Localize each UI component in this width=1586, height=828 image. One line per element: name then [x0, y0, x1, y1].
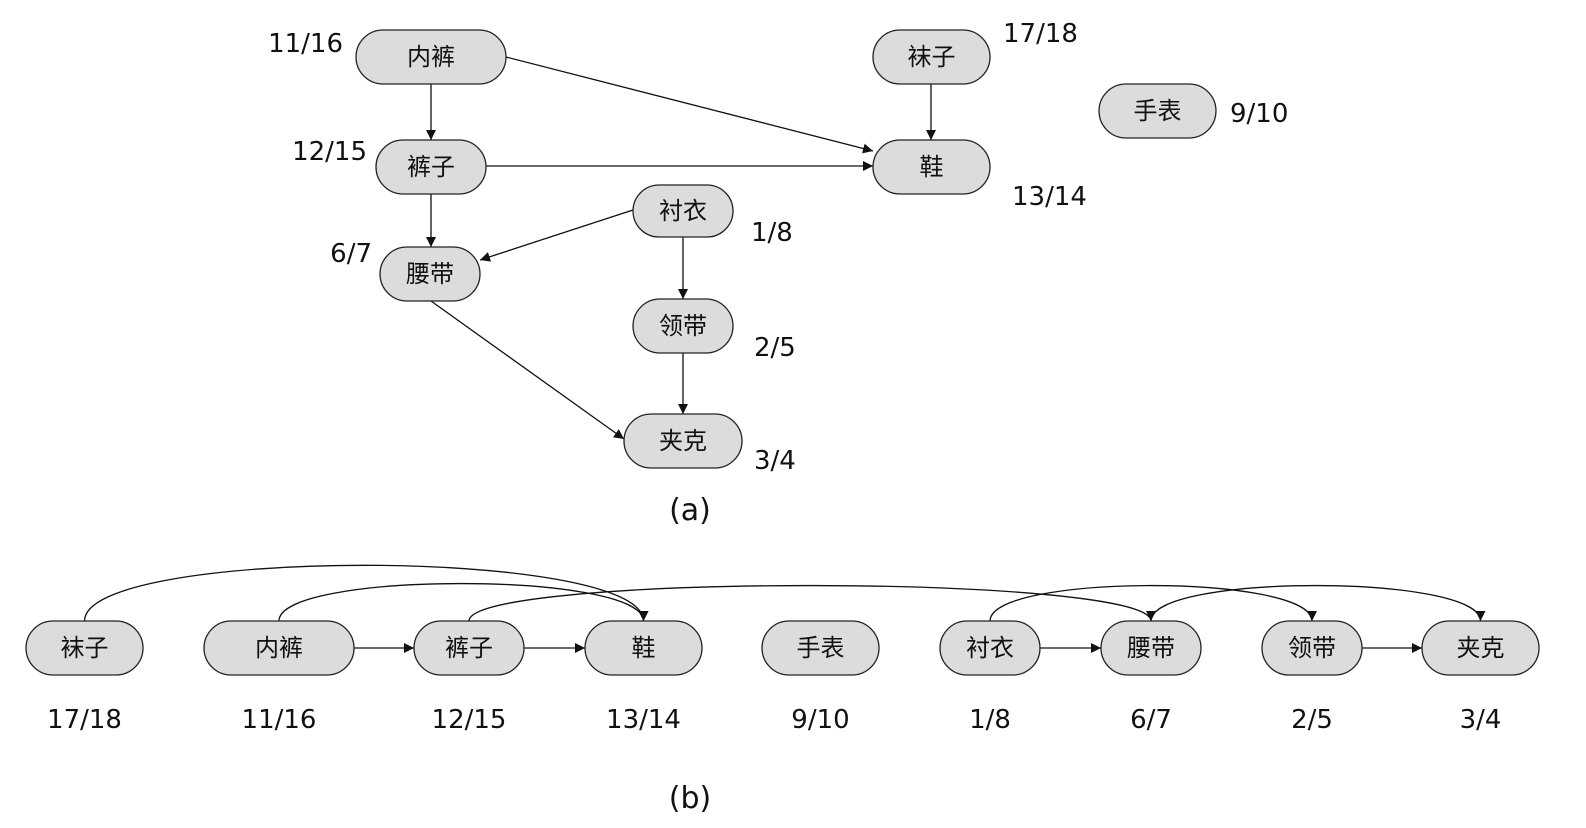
edge-a-belt-to-jacket: [430, 300, 625, 440]
node-b-pants-box: [413, 620, 525, 676]
panel-a-edges: [426, 56, 936, 440]
node-b-pants: 裤子: [413, 620, 525, 676]
caption-a: (a): [669, 493, 711, 528]
panel-a-dependency-graph: 内裤 11/16 袜子 17/18 手表 9/10 裤子 12/15 鞋 13/14 衬衣 1/8 腰带…: [268, 19, 1288, 528]
node-b-tie: 领带: [1261, 620, 1363, 676]
time-b-socks: 17/18: [47, 705, 122, 735]
node-a-belt-label: 腰带: [406, 260, 454, 288]
time-a-underpants: 11/16: [268, 29, 343, 59]
node-b-tie-label: 领带: [1288, 634, 1336, 662]
time-a-shoes: 13/14: [1012, 182, 1087, 212]
node-a-jacket-label: 夹克: [659, 427, 707, 455]
node-a-pants: 裤子: [375, 139, 487, 195]
time-b-jacket: 3/4: [1460, 705, 1502, 735]
node-a-shirt: 衬衣: [632, 184, 734, 238]
edge-a-underpants-to-shoes: [505, 56, 874, 154]
edge-b-socks-to-shoes: [83, 564, 649, 622]
node-a-jacket: 夹克: [623, 413, 743, 469]
node-b-shoes: 鞋: [584, 620, 703, 676]
node-a-pants-box: [375, 139, 487, 195]
node-b-jacket: 夹克: [1421, 620, 1540, 676]
time-b-watch: 9/10: [791, 705, 849, 735]
time-a-belt: 6/7: [330, 239, 372, 269]
node-b-jacket-label: 夹克: [1457, 634, 1505, 662]
node-a-underpants-label: 内裤: [407, 43, 455, 71]
time-a-watch: 9/10: [1230, 99, 1288, 129]
node-a-belt-box: [379, 246, 481, 302]
time-b-shoes: 13/14: [606, 705, 681, 735]
node-b-shirt: 衬衣: [939, 620, 1041, 676]
node-b-shirt-box: [939, 620, 1041, 676]
node-b-watch-box: [761, 620, 880, 676]
panel-b-topological-order: 袜子 17/18 内裤 11/16 裤子 12/15 鞋 13/14 手表 9/10 衬衣 1/8 腰带…: [25, 564, 1540, 816]
node-a-shirt-box: [632, 184, 734, 238]
node-a-underpants-box: [355, 29, 507, 85]
node-b-underpants-label: 内裤: [255, 634, 303, 662]
node-a-shoes-label: 鞋: [920, 153, 944, 181]
caption-b: (b): [669, 781, 711, 816]
time-a-pants: 12/15: [292, 137, 367, 167]
node-a-pants-label: 裤子: [407, 153, 455, 181]
panel-a-nodes: 内裤 11/16 袜子 17/18 手表 9/10 裤子 12/15 鞋 13/14 衬衣 1/8 腰带…: [268, 19, 1288, 476]
time-a-socks: 17/18: [1003, 19, 1078, 49]
edge-b-shirt-to-tie: [989, 584, 1317, 622]
time-a-jacket: 3/4: [754, 446, 796, 476]
node-b-pants-label: 裤子: [445, 634, 493, 662]
edge-b-underpants-to-shoes: [278, 582, 649, 622]
node-a-socks-box: [872, 29, 991, 85]
node-a-jacket-box: [623, 413, 743, 469]
node-b-watch: 手表: [761, 620, 880, 676]
node-a-watch-label: 手表: [1134, 97, 1182, 125]
panel-b-edges: [83, 564, 1486, 653]
node-b-belt: 腰带: [1100, 620, 1202, 676]
edge-b-belt-to-jacket: [1150, 584, 1486, 622]
node-a-underpants: 内裤: [355, 29, 507, 85]
panel-b-nodes: 袜子 17/18 内裤 11/16 裤子 12/15 鞋 13/14 手表 9/10 衬衣 1/8 腰带…: [25, 620, 1540, 735]
node-b-watch-label: 手表: [797, 634, 845, 662]
node-a-socks: 袜子: [872, 29, 991, 85]
node-b-socks-box: [25, 620, 144, 676]
time-b-belt: 6/7: [1130, 705, 1172, 735]
node-b-socks: 袜子: [25, 620, 144, 676]
node-a-shoes-box: [872, 139, 991, 195]
node-a-tie-label: 领带: [659, 312, 707, 340]
node-b-shoes-label: 鞋: [632, 634, 656, 662]
node-b-underpants-box: [203, 620, 355, 676]
time-a-shirt: 1/8: [751, 218, 793, 248]
node-a-watch-box: [1098, 83, 1217, 139]
time-b-underpants: 11/16: [242, 705, 317, 735]
edge-b-pants-to-belt: [468, 584, 1156, 622]
time-b-pants: 12/15: [432, 705, 507, 735]
node-b-shoes-box: [584, 620, 703, 676]
node-b-belt-label: 腰带: [1127, 634, 1175, 662]
node-a-shirt-label: 衬衣: [659, 197, 707, 225]
node-b-tie-box: [1261, 620, 1363, 676]
node-a-tie-box: [632, 298, 734, 354]
node-a-shoes: 鞋: [872, 139, 991, 195]
time-a-tie: 2/5: [754, 333, 796, 363]
edge-a-shirt-to-belt: [479, 209, 634, 262]
node-b-jacket-box: [1421, 620, 1540, 676]
node-a-watch: 手表: [1098, 83, 1217, 139]
node-a-belt: 腰带: [379, 246, 481, 302]
time-b-tie: 2/5: [1291, 705, 1333, 735]
node-b-socks-label: 袜子: [61, 634, 109, 662]
node-b-belt-box: [1100, 620, 1202, 676]
node-a-tie: 领带: [632, 298, 734, 354]
node-b-underpants: 内裤: [203, 620, 355, 676]
time-b-shirt: 1/8: [969, 705, 1011, 735]
node-b-shirt-label: 衬衣: [966, 634, 1014, 662]
node-a-socks-label: 袜子: [908, 43, 956, 71]
